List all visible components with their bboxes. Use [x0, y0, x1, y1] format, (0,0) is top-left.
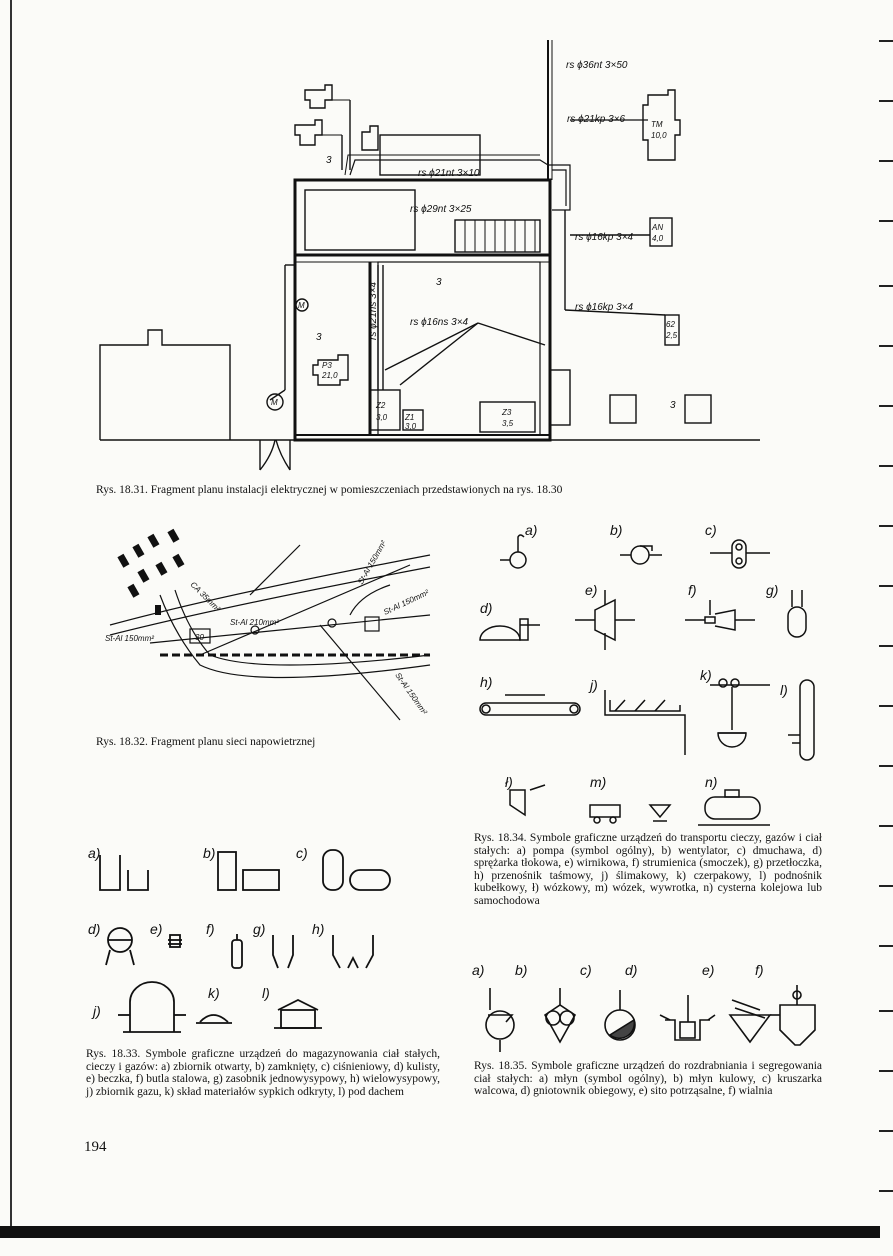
z1-label-top: Z1	[404, 413, 414, 422]
symbol-letter-n: n)	[705, 774, 717, 790]
margin-tick	[879, 1130, 893, 1132]
b62-label-bottom: 2,5	[665, 331, 678, 340]
storage-letter-a: a)	[88, 845, 100, 861]
symbol-letter-f: f)	[688, 582, 697, 598]
margin-tick	[879, 40, 893, 42]
crush-letter-b: b)	[515, 962, 527, 978]
caption-18-35: Rys. 18.35. Symbole graficzne urządzeń d…	[474, 1060, 822, 1097]
crush-letter-a: a)	[472, 962, 484, 978]
line-label-c: St-Al 150mm²	[356, 539, 388, 586]
station-box-label: 30	[195, 633, 204, 642]
margin-tick	[879, 825, 893, 827]
z2-label-bottom: 3,0	[376, 413, 388, 422]
caption-18-32: Rys. 18.32. Fragment planu sieci napowie…	[96, 736, 316, 748]
crush-letter-e: e)	[702, 962, 714, 978]
crush-letter-d: d)	[625, 962, 637, 978]
cable-label-mid: rs ϕ16ns 3×4	[410, 317, 469, 328]
symbol-letter-j: j)	[588, 677, 598, 693]
cable-label-1: rs ϕ21nt 3×10	[418, 168, 480, 179]
margin-tick	[879, 525, 893, 527]
mark-3-b: 3	[436, 277, 442, 288]
margin-tick	[879, 100, 893, 102]
figure-18-35-crushing-symbols: a) b) c) d) e) f)	[470, 960, 830, 1060]
margin-tick	[879, 285, 893, 287]
mark-3-c: 3	[316, 332, 322, 343]
tm-label-bottom: 10,0	[651, 131, 667, 140]
crush-letter-f: f)	[755, 962, 764, 978]
symbol-letter-k: k)	[700, 667, 712, 683]
margin-tick	[879, 1190, 893, 1192]
symbol-letter-c: c)	[705, 522, 717, 538]
tm-label-top: TM	[651, 120, 663, 129]
margin-tick	[879, 465, 893, 467]
margin-tick	[879, 885, 893, 887]
an-label-top: AN	[651, 223, 663, 232]
figure-18-32-overhead-network: St-Al 150mm² St-Al 210mm² St-Al 150mm² S…	[100, 515, 440, 725]
symbol-letter-d: d)	[480, 600, 492, 616]
caption-18-31: Rys. 18.31. Fragment planu instalacji el…	[96, 484, 563, 496]
line-label-b: St-Al 210mm²	[230, 618, 279, 627]
line-label-a: St-Al 150mm²	[105, 634, 154, 643]
caption-18-34: Rys. 18.34. Symbole graficzne urządzeń d…	[474, 832, 822, 907]
margin-tick	[879, 220, 893, 222]
storage-letter-e: e)	[150, 921, 162, 937]
z1-label-bottom: 3,0	[405, 422, 417, 431]
figure-18-33-storage-symbols: a) b) c) d) e) f) g) h) j) k) l)	[88, 840, 428, 1040]
margin-tick	[879, 1070, 893, 1072]
symbol-letter-h: h)	[480, 674, 492, 690]
symbol-letter-e: e)	[585, 582, 597, 598]
margin-tick	[879, 705, 893, 707]
storage-letter-k: k)	[208, 985, 220, 1001]
margin-tick	[879, 160, 893, 162]
storage-letter-f: f)	[206, 921, 215, 937]
storage-letter-d: d)	[88, 921, 100, 937]
margin-tick	[879, 585, 893, 587]
cable-label-main: rs ϕ36nt 3×50	[566, 60, 628, 71]
symbol-letter-m: m)	[590, 774, 606, 790]
p3-label-bottom: 21,0	[321, 371, 338, 380]
b62-label-top: 62	[666, 320, 675, 329]
z3-label-bottom: 3,5	[502, 419, 514, 428]
caption-18-33: Rys. 18.33. Symbole graficzne urządzeń d…	[86, 1048, 440, 1098]
p3-label-top: P3	[322, 361, 332, 370]
symbol-letter-l-stroke: ł)	[505, 774, 513, 790]
symbol-letter-l: l)	[780, 682, 788, 698]
crush-letter-c: c)	[580, 962, 592, 978]
cable-label-vertical: rs ϕ21ns 3×4	[368, 281, 379, 340]
cable-label-62: rs ϕ16kp 3×4	[575, 302, 634, 313]
page-edge-shadow	[10, 0, 12, 1230]
figure-18-31-electrical-plan: rs ϕ36nt 3×50 rs ϕ21kp 3×6 rs ϕ21nt 3×10…	[99, 40, 760, 475]
page-bottom-shadow	[0, 1226, 880, 1238]
margin-tick	[879, 1010, 893, 1012]
storage-letter-b: b)	[203, 845, 215, 861]
symbol-letter-a: a)	[525, 522, 537, 538]
figure-18-34-transport-symbols: a) b) c) d) e) f) g) h) j) k) l) ł) m) n…	[470, 515, 830, 826]
storage-letter-j: j)	[91, 1003, 101, 1019]
cable-label-2: rs ϕ29nt 3×25	[410, 204, 472, 215]
cable-label-tm: rs ϕ21kp 3×6	[567, 114, 626, 125]
an-label-bottom: 4,0	[652, 234, 664, 243]
storage-letter-c: c)	[296, 845, 308, 861]
margin-tick	[879, 405, 893, 407]
line-label-f: CA 35mm²	[189, 580, 222, 613]
storage-letter-h: h)	[312, 921, 324, 937]
storage-letter-g: g)	[253, 921, 265, 937]
margin-tick	[879, 345, 893, 347]
z2-label-top: Z2	[375, 401, 386, 410]
symbol-letter-b: b)	[610, 522, 622, 538]
cable-label-an: rs ϕ16kp 3×4	[575, 232, 634, 243]
margin-tick	[879, 945, 893, 947]
line-label-e: St-Al 150mm²	[393, 671, 429, 716]
margin-tick	[879, 765, 893, 767]
motor-label-b: M	[271, 398, 278, 407]
mark-3-d: 3	[670, 400, 676, 411]
motor-label-a: M	[298, 301, 305, 310]
symbol-letter-g: g)	[766, 582, 778, 598]
z3-label-top: Z3	[501, 408, 512, 417]
line-label-d: St-Al 150mm²	[382, 588, 430, 617]
page-number: 194	[84, 1139, 107, 1155]
margin-tick	[879, 645, 893, 647]
storage-letter-l: l)	[262, 985, 270, 1001]
mark-3-a: 3	[326, 155, 332, 166]
